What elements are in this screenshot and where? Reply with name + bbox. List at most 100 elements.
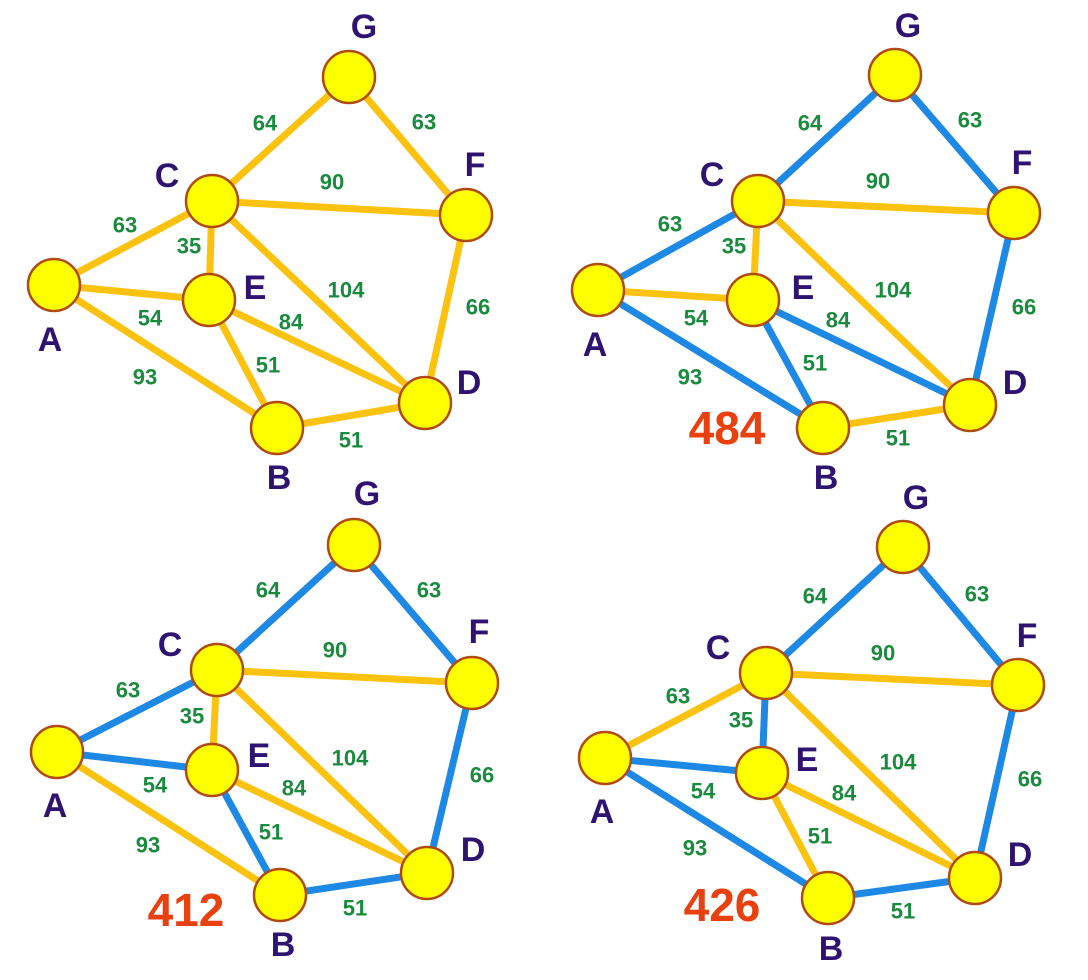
edge-weight-b-d: 51	[339, 428, 363, 453]
edge-weight-e-d: 84	[279, 310, 304, 335]
node-f	[986, 185, 1042, 241]
node-label-g: G	[351, 8, 377, 46]
edge-weight-c-e: 35	[729, 708, 753, 733]
edge-weight-e-d: 84	[832, 781, 857, 806]
node-label-g: G	[903, 479, 929, 517]
edge-g-f	[899, 543, 1022, 689]
edge-weight-e-b: 51	[808, 824, 832, 849]
edge-c-d	[754, 197, 974, 409]
edge-a-c	[601, 669, 770, 762]
edge-weight-e-d: 84	[826, 308, 851, 333]
node-label-e: E	[796, 741, 819, 779]
edge-weight-c-f: 90	[320, 170, 344, 195]
edge-a-b	[601, 754, 832, 902]
node-label-c: C	[158, 626, 183, 664]
edge-weight-c-f: 90	[866, 169, 890, 194]
edge-weight-a-b: 93	[133, 365, 157, 390]
edge-weight-c-f: 90	[323, 638, 347, 663]
node-label-d: D	[461, 831, 486, 869]
edge-c-f	[762, 669, 1022, 689]
edge-c-d	[213, 666, 431, 877]
edge-weight-a-b: 93	[683, 836, 707, 861]
node-label-d: D	[1003, 364, 1028, 402]
edge-weight-a-e: 54	[691, 779, 716, 804]
edge-f-d	[423, 679, 476, 877]
node-g	[321, 49, 377, 105]
edge-weight-a-c: 63	[666, 684, 690, 709]
edge-weight-g-f: 63	[958, 108, 982, 133]
node-label-d: D	[457, 364, 482, 402]
edge-c-f	[208, 197, 470, 219]
edge-weight-c-d: 104	[328, 278, 365, 303]
edge-a-b	[53, 748, 284, 899]
node-d	[947, 850, 1003, 906]
edge-weight-a-c: 63	[113, 213, 137, 238]
node-e	[725, 272, 781, 328]
node-label-a: A	[38, 321, 63, 359]
node-d	[397, 375, 453, 431]
edge-f-d	[966, 209, 1018, 409]
node-label-f: F	[1012, 144, 1033, 182]
edge-weight-c-g: 64	[798, 111, 823, 136]
edge-weight-b-d: 51	[886, 426, 910, 451]
edge-weight-a-e: 54	[143, 773, 168, 798]
edge-c-d	[762, 669, 979, 882]
node-a	[577, 730, 633, 786]
edge-c-g	[208, 73, 353, 205]
edge-weight-f-d: 66	[1012, 295, 1036, 320]
node-e	[181, 272, 237, 328]
node-b	[252, 867, 308, 923]
edge-weight-a-c: 63	[116, 678, 140, 703]
node-label-e: E	[792, 269, 815, 307]
node-label-c: C	[706, 629, 731, 667]
total-weight: 426	[684, 879, 761, 931]
edge-weight-a-c: 63	[658, 212, 682, 237]
edge-a-c	[594, 197, 762, 294]
edge-f-d	[421, 211, 470, 407]
node-f	[990, 657, 1046, 713]
node-label-a: A	[590, 793, 615, 831]
edge-a-c	[53, 666, 221, 756]
edge-g-f	[350, 541, 476, 687]
edge-e-d	[205, 296, 429, 407]
node-label-b: B	[267, 459, 292, 497]
node-label-b: B	[814, 459, 839, 497]
node-e	[734, 745, 790, 801]
node-f	[438, 187, 494, 243]
node-label-f: F	[469, 613, 490, 651]
edge-weight-e-b: 51	[256, 353, 280, 378]
edge-weight-c-e: 35	[722, 234, 746, 259]
edge-a-b	[594, 286, 827, 432]
edge-weight-c-d: 104	[332, 746, 369, 771]
node-b	[249, 400, 305, 456]
node-label-f: F	[465, 146, 486, 184]
node-b	[800, 870, 856, 926]
node-label-e: E	[248, 737, 271, 775]
node-a	[570, 262, 626, 318]
edge-e-d	[749, 296, 974, 409]
edge-g-f	[345, 73, 470, 219]
edge-weight-c-g: 64	[803, 584, 828, 609]
edge-weight-c-g: 64	[253, 111, 278, 136]
edge-g-f	[891, 71, 1018, 217]
node-f	[444, 655, 500, 711]
node-a	[29, 724, 85, 780]
node-label-g: G	[895, 7, 921, 45]
node-label-f: F	[1017, 617, 1038, 655]
node-g	[326, 517, 382, 573]
edge-c-g	[213, 541, 358, 674]
node-b	[795, 400, 851, 456]
edge-e-d	[208, 766, 431, 877]
node-c	[738, 645, 794, 701]
edge-c-g	[762, 543, 907, 677]
edge-c-g	[754, 71, 899, 205]
total-weight: 412	[148, 884, 225, 936]
edge-c-f	[754, 197, 1018, 217]
node-label-a: A	[583, 326, 608, 364]
edge-weight-c-f: 90	[871, 641, 895, 666]
